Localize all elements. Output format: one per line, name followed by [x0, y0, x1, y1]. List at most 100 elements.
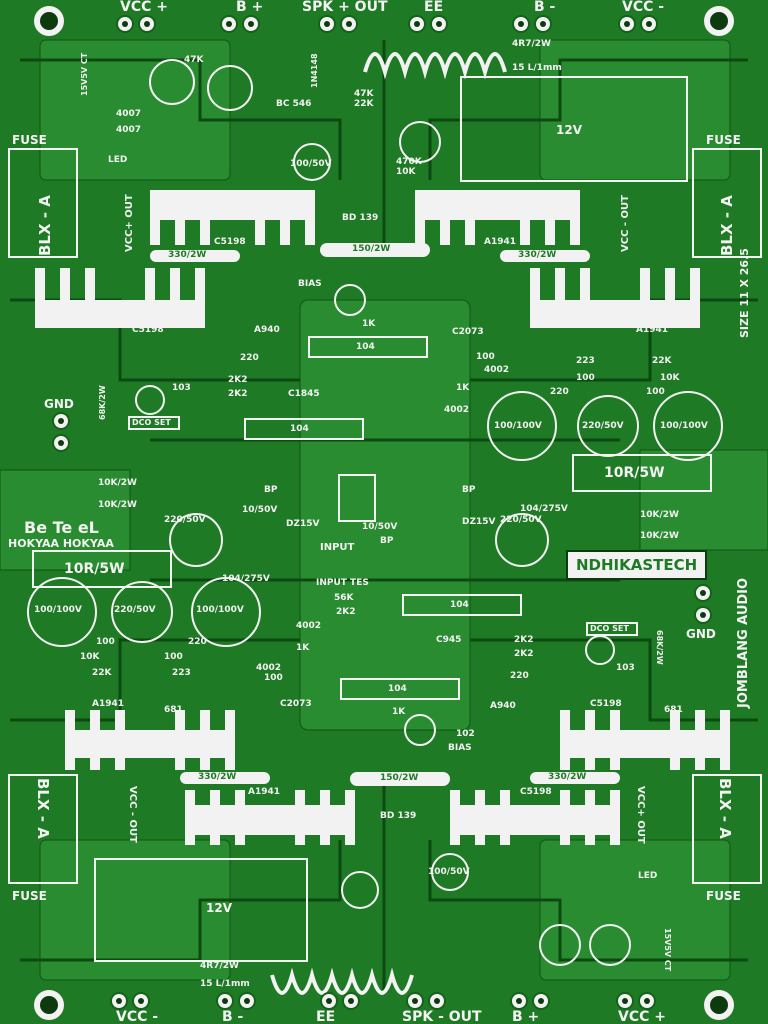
- ic-part-3: [402, 594, 522, 616]
- part-100-4: 100: [96, 637, 115, 647]
- part-104-3: 104: [450, 600, 469, 610]
- part-100-5: 100: [164, 652, 183, 662]
- transistor-a1941-top: A1941: [484, 237, 517, 247]
- terminal-pad: [642, 17, 656, 31]
- gnd-pad-right-1: [696, 586, 710, 600]
- terminal-pad: [432, 17, 446, 31]
- terminal-pad: [342, 17, 356, 31]
- terminal-pad: [322, 994, 336, 1008]
- part-2k2-3: 2K2: [336, 607, 356, 617]
- gnd-pad-left-2: [54, 436, 68, 450]
- res-10k-2w-1: 10K/2W: [98, 478, 137, 488]
- part-4002-2: 4002: [444, 405, 470, 415]
- vcc-plus-out-label-bottom: VCC+ OUT: [635, 786, 646, 844]
- part-2k2-2: 2K2: [228, 389, 248, 399]
- part-led-top: LED: [108, 155, 128, 165]
- part-223-1: 223: [576, 356, 595, 366]
- fuse-holder-top-left: [8, 148, 78, 258]
- transistor-bd139-bottom: BD 139: [380, 811, 417, 821]
- brand-vertical: JOMBLANG AUDIO: [736, 577, 751, 708]
- part-dz15v-1: DZ15V: [286, 519, 320, 529]
- part-104-1: 104: [356, 342, 375, 352]
- part-220-3: 220: [188, 637, 207, 647]
- part-220-4: 220: [510, 671, 529, 681]
- fuse-label-top-right: FUSE: [706, 133, 741, 147]
- part-470k-1: 470K: [396, 157, 422, 167]
- fuse-text-top-right: BLX - A: [718, 195, 736, 256]
- cap-100-100-4: 100/100V: [196, 605, 244, 615]
- vcc-minus-out-label: VCC - OUT: [620, 195, 631, 252]
- res-10k-2w-4: 10K/2W: [640, 531, 679, 541]
- terminal-pad: [118, 17, 132, 31]
- terminal-pad: [536, 17, 550, 31]
- terminal-pad: [140, 17, 154, 31]
- transistor-c5198-bottom: C5198: [590, 699, 622, 709]
- part-4002-3: 4002: [296, 621, 322, 631]
- res-330-label-3: 330/2W: [198, 772, 237, 782]
- terminal-pad: [620, 17, 634, 31]
- vcc-minus-out-label-bottom: VCC - OUT: [127, 786, 138, 843]
- dco-set-right: DCO SET: [590, 624, 629, 633]
- part-4002-1: 4002: [484, 365, 510, 375]
- part-100-2: 100: [576, 373, 595, 383]
- terminal-pad: [244, 17, 258, 31]
- terminal-bottom-4: SPK - OUT: [402, 1009, 482, 1024]
- terminal-pad: [534, 994, 548, 1008]
- fuse-label-bottom-right: FUSE: [706, 889, 741, 903]
- cap-100-100-3: 100/100V: [34, 605, 82, 615]
- terminal-pad: [344, 994, 358, 1008]
- cap-220-50-1: 220/50V: [582, 421, 624, 431]
- bias-label-bottom: BIAS: [448, 743, 472, 753]
- res-10k-2w-3: 10K/2W: [640, 510, 679, 520]
- part-10k-2: 10K: [660, 373, 680, 383]
- part-220-2: 220: [550, 387, 569, 397]
- power-resistor-left-label: 10R/5W: [64, 561, 125, 577]
- part-56k-1: 56K: [334, 593, 354, 603]
- part-22k-2: 22K: [652, 356, 672, 366]
- transistor-c2073-top: C2073: [452, 327, 484, 337]
- transistor-c5198-top: C5198: [214, 237, 246, 247]
- part-15v5v-top: 15V5V CT: [80, 52, 89, 96]
- part-10k-3: 10K: [80, 652, 100, 662]
- gnd-pad-left-1: [54, 414, 68, 428]
- res-10k-2w-2: 10K/2W: [98, 500, 137, 510]
- cap-220-50-2: 220/50V: [114, 605, 156, 615]
- terminal-top-1: VCC +: [120, 0, 168, 15]
- terminal-pad: [618, 994, 632, 1008]
- relay-outline-top: [460, 76, 688, 182]
- mounting-hole-top-left: [34, 6, 64, 36]
- terminal-pad: [512, 994, 526, 1008]
- terminal-pad: [134, 994, 148, 1008]
- inductor-label-bottom: 4R7/2W: [200, 961, 239, 971]
- inductor-turns-top: 15 L/1mm: [512, 63, 562, 73]
- bias-label-top: BIAS: [298, 279, 322, 289]
- cap-220-50-3: 220/50V: [164, 515, 206, 525]
- terminal-top-6: VCC -: [622, 0, 665, 15]
- terminal-pad: [222, 17, 236, 31]
- fuse-holder-bottom-left: [8, 774, 78, 884]
- terminal-pad: [240, 994, 254, 1008]
- part-103-1: 103: [172, 383, 191, 393]
- terminal-pad: [112, 994, 126, 1008]
- gnd-label-left: GND: [44, 397, 74, 411]
- part-1k-3: 1K: [392, 707, 406, 717]
- input-label: INPUT: [320, 542, 355, 553]
- part-22k-1: 22K: [354, 99, 374, 109]
- part-681-4: 681: [664, 705, 683, 715]
- transistor-c945: C945: [436, 635, 462, 645]
- brand-box: NDHIKASTECH: [566, 550, 708, 580]
- res-150-label-2: 150/2W: [380, 773, 419, 783]
- terminal-bottom-2: B -: [222, 1009, 244, 1024]
- cap-100-50-bottom: 100/50V: [428, 867, 470, 877]
- part-681-1: 681: [84, 321, 103, 331]
- part-4007-1: 4007: [116, 109, 142, 119]
- part-681-2: 681: [582, 321, 601, 331]
- res-150-label-1: 150/2W: [352, 244, 391, 254]
- ic-part-4: [340, 678, 460, 700]
- fuse-label-bottom-left: FUSE: [12, 889, 47, 903]
- terminal-bottom-6: VCC +: [618, 1009, 666, 1024]
- terminal-pad: [430, 994, 444, 1008]
- part-bp-3: BP: [380, 536, 394, 546]
- cap-10-50-1: 10/50V: [242, 505, 278, 515]
- part-104-2: 104: [290, 424, 309, 434]
